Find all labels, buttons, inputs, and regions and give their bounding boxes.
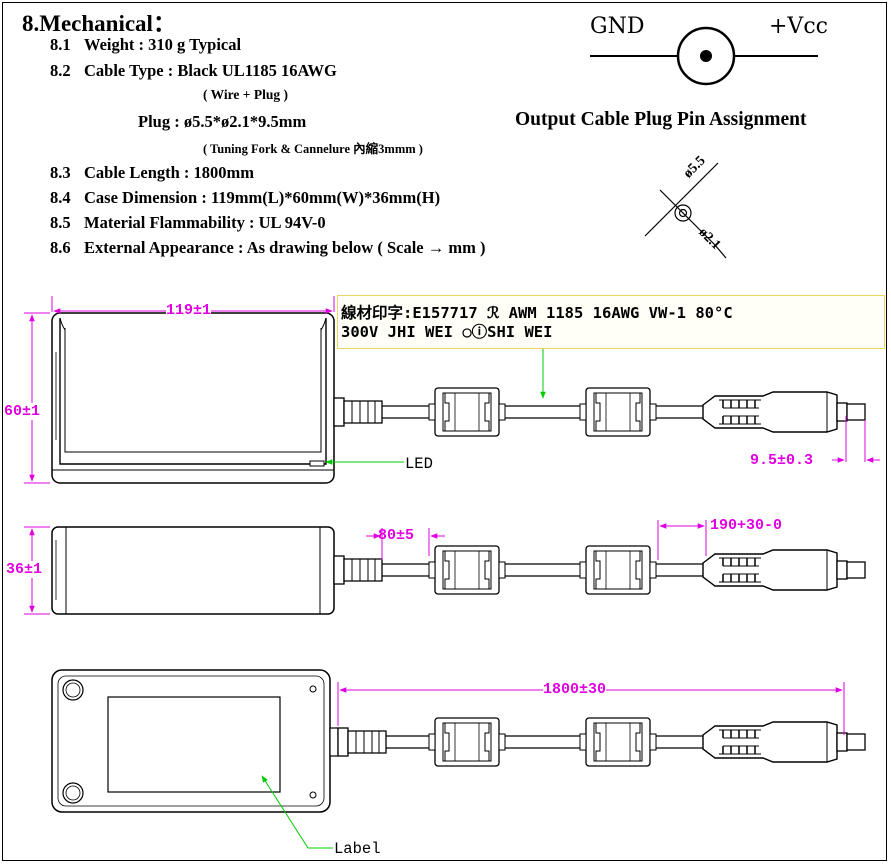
cable-print-line-2: 300V JHI WEI ○ⓘSHI WEI	[341, 323, 553, 341]
spec-cable-sub: ( Wire + Plug )	[203, 87, 288, 102]
side-view	[51, 526, 866, 615]
dim-width-label: 60±1	[4, 403, 41, 420]
pin-assignment-symbol	[590, 26, 818, 86]
spec-material: Material Flammability : UL 94V-0	[84, 213, 326, 232]
dim-strain-relief-label: 80±5	[378, 527, 415, 544]
bottom-view	[51, 669, 866, 813]
led-label: LED	[405, 455, 433, 473]
spec-appearance: External Appearance : As drawing below (…	[84, 238, 486, 257]
plug-diameter-detail	[644, 162, 727, 259]
section-title: 8.Mechanical：	[22, 11, 176, 36]
label-callout: Label	[334, 840, 381, 858]
spec-length-number: 8.3	[50, 163, 71, 182]
spec-weight: Weight : 310 g Typical	[84, 35, 242, 54]
cable-print-line-1: 線材印字:E157717 ℛ AWM 1185 16AWG VW-1 80°C	[341, 304, 733, 322]
pin-gnd-label: GND	[590, 14, 645, 39]
pin-vcc-label: +Vcc	[769, 14, 828, 39]
dim-length-label: 119±1	[166, 302, 212, 319]
pin-assignment-title: Output Cable Plug Pin Assignment	[515, 109, 807, 130]
spec-cable-length: Cable Length : 1800mm	[84, 163, 255, 182]
cable-print-box: 線材印字:E157717 ℛ AWM 1185 16AWG VW-1 80°C …	[337, 295, 885, 349]
dim-height-label: 36±1	[6, 561, 43, 578]
spec-case-number: 8.4	[50, 188, 71, 207]
spec-material-number: 8.5	[50, 213, 71, 232]
spec-cable-number: 8.2	[50, 61, 71, 80]
spec-weight-number: 8.1	[50, 35, 71, 54]
dim-cable-length-label: 1800±30	[543, 681, 607, 698]
dim-plug-length-label: 9.5±0.3	[750, 452, 814, 469]
top-view	[51, 312, 866, 484]
dim-plug-ferrite-label: 190+30-0	[710, 517, 783, 534]
spec-case-dimension: Case Dimension : 119mm(L)*60mm(W)*36mm(H…	[84, 188, 441, 207]
leader-lines	[261, 349, 546, 849]
spec-appearance-number: 8.6	[50, 238, 71, 257]
spec-cable-type: Cable Type : Black UL1185 16AWG	[84, 61, 337, 80]
spec-plug-sub: ( Tuning Fork & Cannelure 內縮3mmm )	[203, 142, 423, 156]
spec-plug: Plug : ø5.5*ø2.1*9.5mm	[138, 112, 307, 131]
